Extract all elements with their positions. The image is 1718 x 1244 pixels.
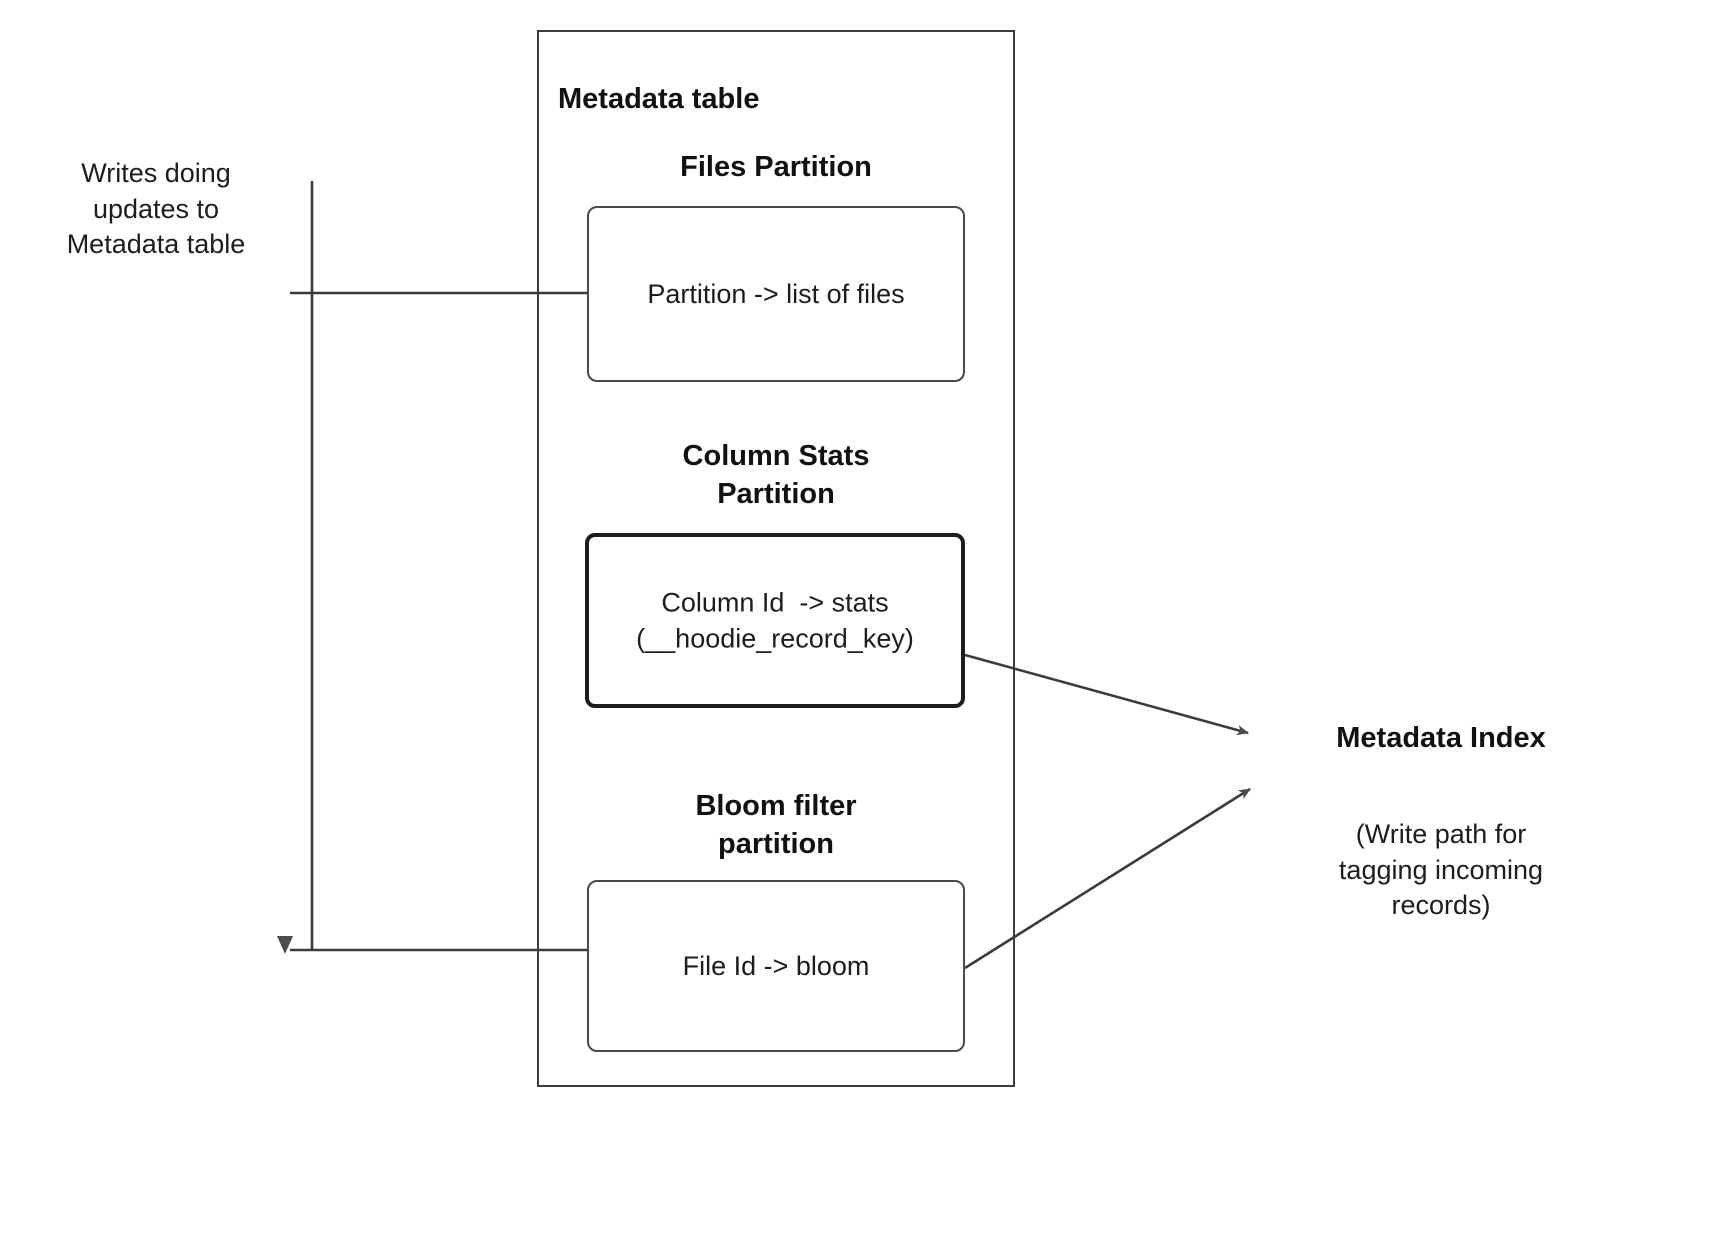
column-stats-partition-heading: Column Stats Partition xyxy=(682,440,870,511)
metadata-table-container xyxy=(537,30,1015,1087)
bloom-filter-partition-box[interactable]: File Id -> bloom xyxy=(587,880,965,1052)
column-stats-partition-box[interactable]: Column Id -> stats (__hoodie_record_key) xyxy=(585,533,965,708)
metadata-table-title: Metadata table xyxy=(558,83,760,115)
bloom-filter-partition-heading: Bloom filter partition xyxy=(695,790,857,861)
files-partition-box[interactable]: Partition -> list of files xyxy=(587,206,965,382)
metadata-index-description: (Write path for tagging incoming records… xyxy=(1338,819,1544,921)
files-partition-heading: Files Partition xyxy=(680,151,872,183)
writes-annotation-label: Writes doing updates to Metadata table xyxy=(66,158,246,260)
column-stats-partition-box-label: Column Id -> stats (__hoodie_record_key) xyxy=(636,587,914,654)
files-partition-box-label: Partition -> list of files xyxy=(647,278,905,309)
metadata-index-title: Metadata Index xyxy=(1336,722,1546,754)
bloom-filter-partition-box-label: File Id -> bloom xyxy=(682,950,870,981)
